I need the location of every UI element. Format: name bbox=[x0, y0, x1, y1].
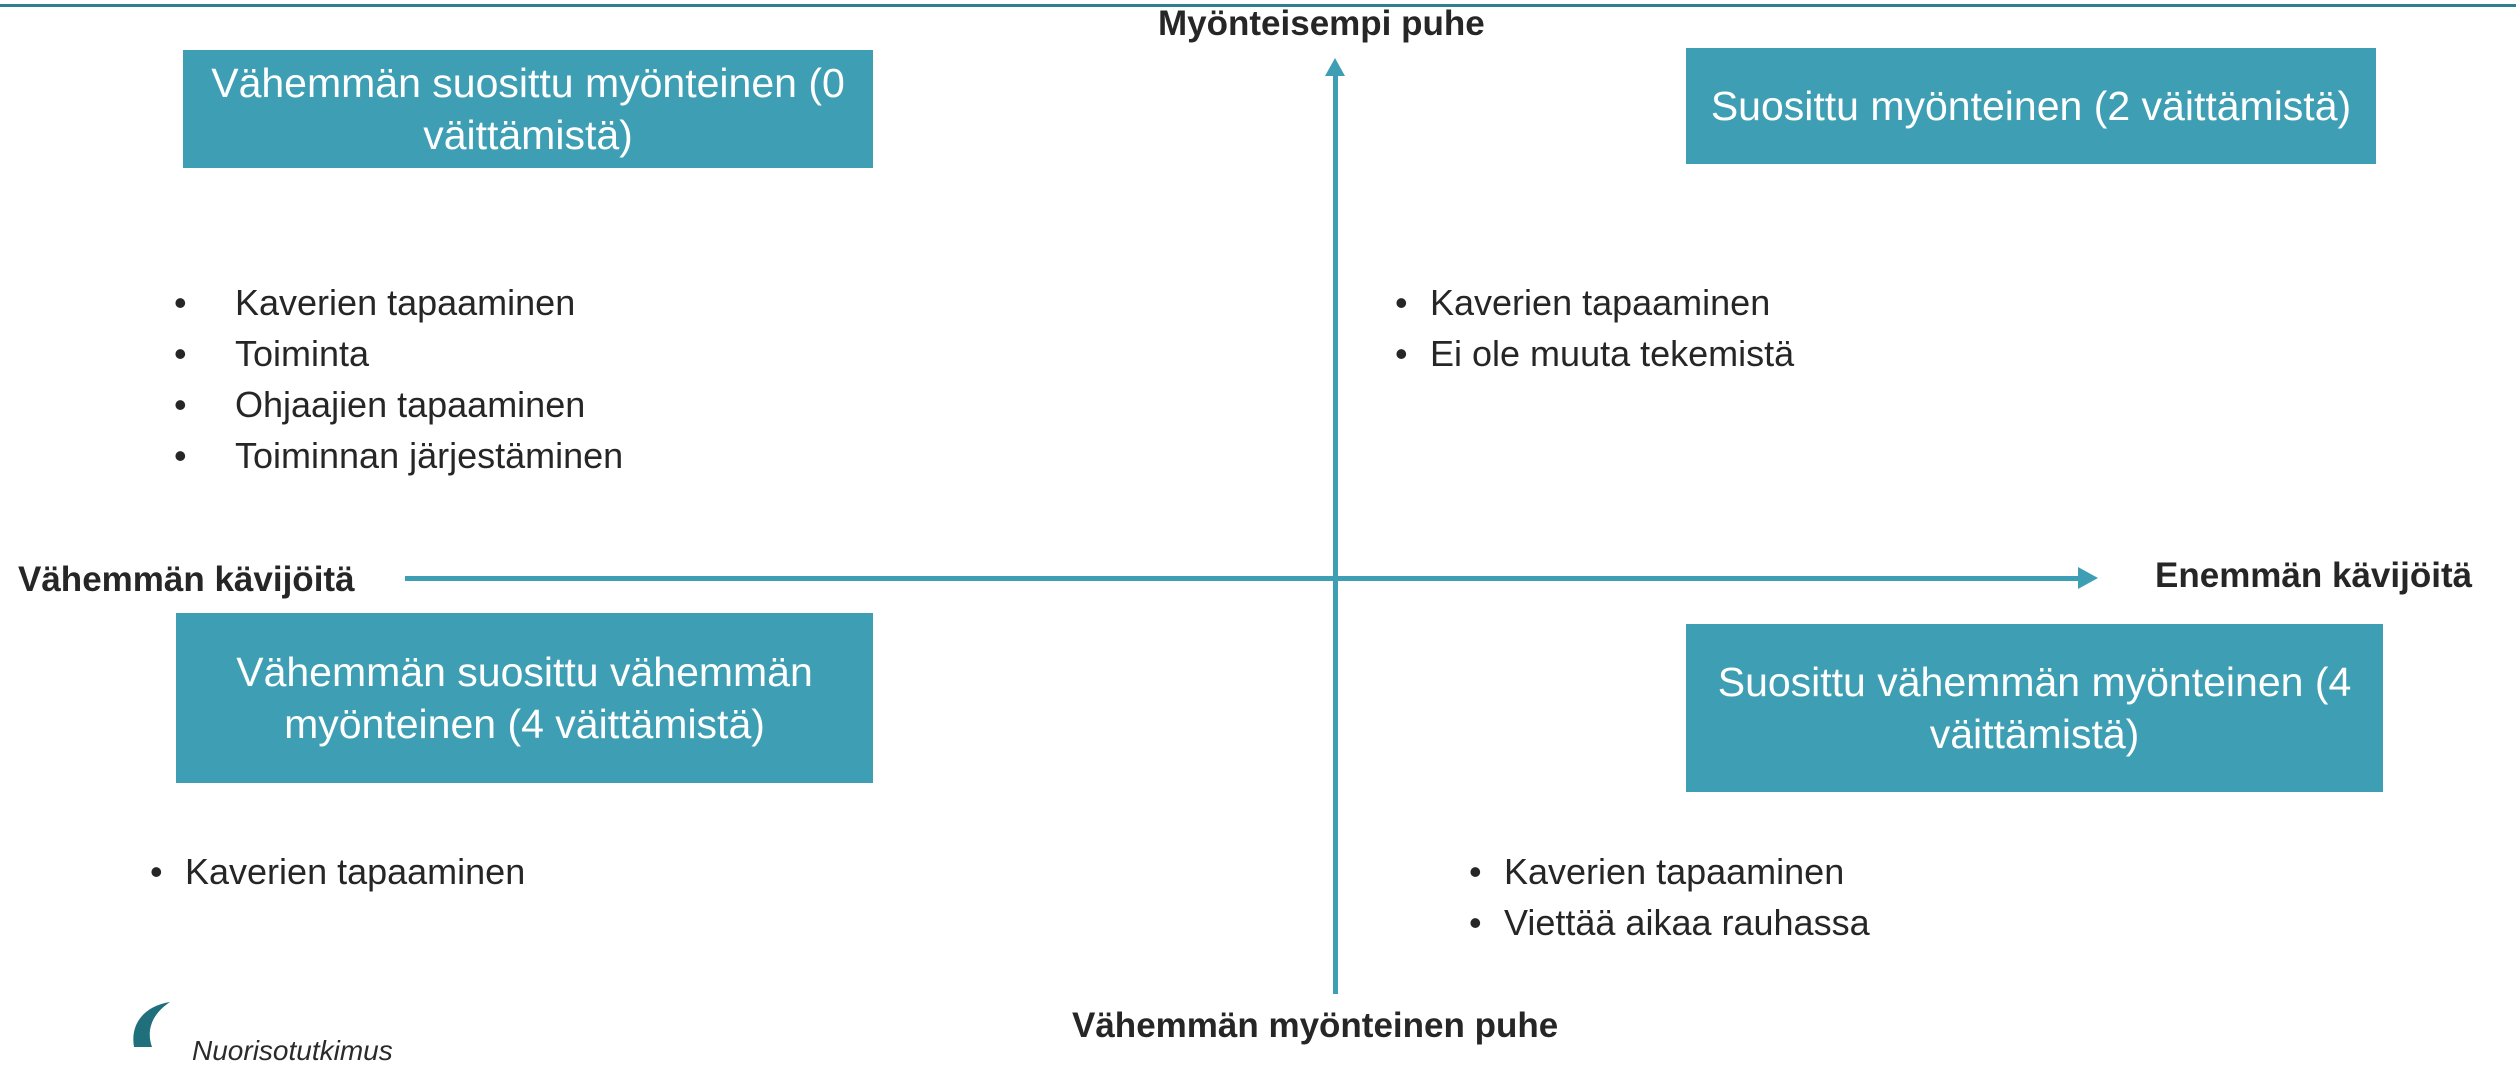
quadrant-title: Suosittu myönteinen (2 väittämistä) bbox=[1710, 83, 2352, 129]
top-rule bbox=[0, 4, 2516, 7]
list-item: •Toiminta bbox=[174, 333, 370, 374]
quadrant-title: Suosittu vähemmän myönteinen (4 väittämi… bbox=[1717, 659, 2352, 757]
quadrant-box-bottom-left: Vähemmän suosittu vähemmän myönteinen (4… bbox=[176, 613, 873, 783]
quadrant-box-top-left: Vähemmän suosittu myönteinen (0 väittämi… bbox=[183, 50, 873, 168]
list-item: •Kaverien tapaaminen bbox=[1469, 851, 1845, 892]
list-item: •Ei ole muuta tekemistä bbox=[1395, 333, 1795, 374]
axis-label-left: Vähemmän kävijöitä bbox=[18, 560, 355, 599]
list-item: •Kaverien tapaaminen bbox=[150, 851, 526, 892]
quadrant-list-top-left: •Kaverien tapaaminen •Toiminta •Ohjaajie… bbox=[174, 277, 624, 481]
quadrant-title: Vähemmän suosittu myönteinen (0 väittämi… bbox=[211, 60, 845, 158]
arrow-up-icon bbox=[1325, 58, 1345, 76]
quadrant-title: Vähemmän suosittu vähemmän myönteinen (4… bbox=[236, 649, 813, 747]
list-item: •Toiminnan järjestäminen bbox=[174, 435, 624, 476]
arrow-right-icon bbox=[2078, 567, 2098, 589]
axis-label-right: Enemmän kävijöitä bbox=[2155, 556, 2473, 595]
list-item: •Kaverien tapaaminen bbox=[174, 282, 576, 323]
list-item: •Viettää aikaa rauhassa bbox=[1469, 902, 1870, 943]
quadrant-list-top-right: •Kaverien tapaaminen •Ei ole muuta tekem… bbox=[1395, 277, 1795, 379]
logo-icon bbox=[133, 1002, 170, 1047]
quadrant-list-bottom-left: •Kaverien tapaaminen bbox=[150, 846, 526, 897]
quadrant-box-bottom-right: Suosittu vähemmän myönteinen (4 väittämi… bbox=[1686, 624, 2383, 792]
horizontal-axis-line bbox=[405, 576, 2085, 581]
quadrant-list-bottom-right: •Kaverien tapaaminen •Viettää aikaa rauh… bbox=[1469, 846, 1870, 948]
axis-label-top: Myönteisempi puhe bbox=[1158, 4, 1485, 43]
logo-text: Nuorisotutkimus bbox=[192, 1035, 393, 1066]
vertical-axis-line bbox=[1333, 74, 1338, 994]
quadrant-box-top-right: Suosittu myönteinen (2 väittämistä) bbox=[1686, 48, 2376, 164]
axis-label-bottom: Vähemmän myönteinen puhe bbox=[1072, 1006, 1559, 1045]
list-item: •Kaverien tapaaminen bbox=[1395, 282, 1771, 323]
list-item: •Ohjaajien tapaaminen bbox=[174, 384, 586, 425]
